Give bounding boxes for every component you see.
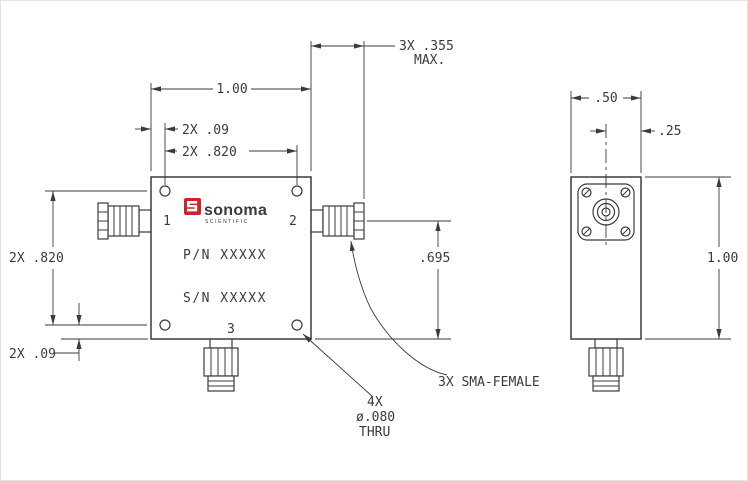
- note-text-holes-dia: ø.080: [356, 410, 395, 425]
- dim-text-offset-top: 2X .09: [182, 123, 229, 138]
- note-text-holes-thru: THRU: [359, 425, 390, 440]
- sonoma-logo: sonoma SCIENTIFIC: [184, 198, 267, 225]
- housing-body-front: [150, 176, 312, 340]
- dim-text-spacing-v: 2X .820: [9, 251, 64, 266]
- dim-text-protrusion: 3X .355: [399, 39, 454, 54]
- leader-hole-note: [302, 333, 374, 398]
- mounting-hole-bottom-right: [291, 319, 303, 331]
- sma-connector-port1: [97, 202, 154, 240]
- side-connector-coupling-nut: [592, 375, 620, 392]
- port2-hex-body: [322, 205, 355, 237]
- leader-sma-note: [349, 240, 448, 376]
- sma-connector-port3: [203, 336, 239, 392]
- side-connector-thread-lines: [593, 380, 619, 387]
- note-text-sma: 3X SMA-FEMALE: [438, 375, 540, 390]
- dim-text-width: 1.00: [216, 82, 247, 97]
- flange-screw-slots: [583, 189, 629, 235]
- brand-name: sonoma: [204, 202, 267, 219]
- port3-coupling-nut: [207, 375, 235, 392]
- port1-thread-lines: [98, 211, 108, 231]
- part-number-text: P/N XXXXX: [183, 248, 267, 263]
- port1-hex-body: [107, 205, 140, 237]
- logo-s-glyph: [187, 201, 198, 212]
- dim-text-spacing-h: 2X .820: [182, 145, 237, 160]
- front-view: 1 2 3 sonoma SCIENTIFIC P/N XXXXX S/N XX…: [97, 176, 365, 392]
- port3-hex-body: [203, 347, 239, 377]
- mounting-hole-top-left: [159, 185, 171, 197]
- port1-label: 1: [163, 214, 171, 229]
- side-view-bottom-connector: [588, 336, 624, 392]
- note-text-holes-qty: 4X: [367, 395, 383, 410]
- port2-knurl-lines: [328, 206, 348, 236]
- mounting-hole-top-right: [291, 185, 303, 197]
- port2-thread-lines: [354, 211, 364, 231]
- callout-notes: 3X SMA-FEMALE 4X ø.080 THRU: [302, 240, 540, 440]
- dimension-annotations: 3X .355 MAX. 1.00 2X .09 2X .820 2X .820…: [9, 39, 738, 362]
- sma-connector-port2: [308, 202, 365, 240]
- dim-text-depth: .50: [594, 91, 617, 106]
- port3-label: 3: [227, 322, 235, 337]
- side-connector-knurl-lines: [595, 348, 618, 376]
- serial-number-text: S/N XXXXX: [183, 291, 267, 306]
- port3-thread-lines: [208, 380, 234, 387]
- dim-text-offset-bottom: 2X .09: [9, 347, 56, 362]
- dim-text-protrusion-max: MAX.: [414, 53, 445, 68]
- dim-text-center-offset: .25: [658, 124, 681, 139]
- brand-subtitle: SCIENTIFIC: [205, 219, 249, 225]
- port1-knurl-lines: [113, 206, 133, 236]
- dim-text-port-height: .695: [419, 251, 450, 266]
- extension-lines: [45, 41, 731, 340]
- side-connector-hex-body: [588, 347, 624, 377]
- side-view: [570, 124, 642, 392]
- port2-label: 2: [289, 214, 297, 229]
- mounting-hole-bottom-left: [159, 319, 171, 331]
- port3-knurl-lines: [210, 348, 233, 376]
- dim-text-height: 1.00: [707, 251, 738, 266]
